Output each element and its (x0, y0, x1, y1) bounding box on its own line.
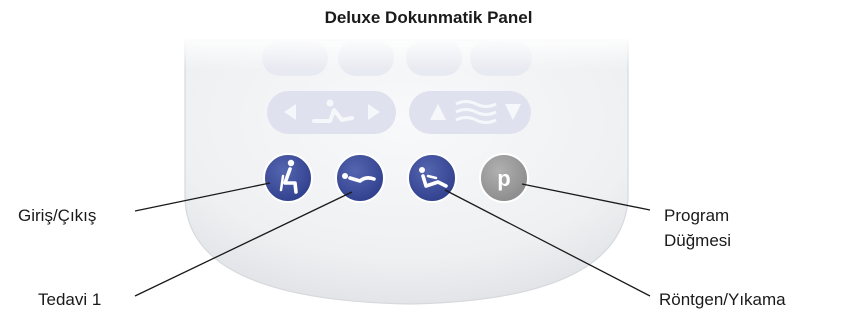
treatment-1-button[interactable] (335, 153, 385, 203)
program-button[interactable]: p (479, 153, 529, 203)
diagram-title: Deluxe Dokunmatik Panel (324, 8, 533, 27)
entry-exit-button[interactable] (263, 153, 313, 203)
xray-recline-icon (419, 167, 448, 188)
callout-entry-exit: Giriş/Çıkış (18, 206, 97, 225)
xray-wash-button[interactable] (407, 153, 457, 203)
seat-move-left-right-icon[interactable] (267, 91, 396, 134)
callout-xray-wash: Röntgen/Yıkama (659, 290, 786, 309)
callout-treatment-1: Tedavi 1 (38, 290, 102, 309)
program-p-icon: p (497, 166, 510, 191)
panel-body (184, 39, 629, 305)
callout-line-program (521, 183, 651, 211)
callout-program-line1: Program (664, 206, 730, 225)
treatment-recline-icon (342, 173, 376, 183)
entry-exit-icon (279, 159, 298, 194)
height-up-down-icon[interactable] (409, 91, 531, 134)
callout-line-entry-exit (134, 182, 271, 212)
callout-line-xray-wash (444, 189, 651, 297)
callout-program-line2: Düğmesi (664, 231, 732, 250)
callout-line-treatment-1 (134, 191, 353, 297)
